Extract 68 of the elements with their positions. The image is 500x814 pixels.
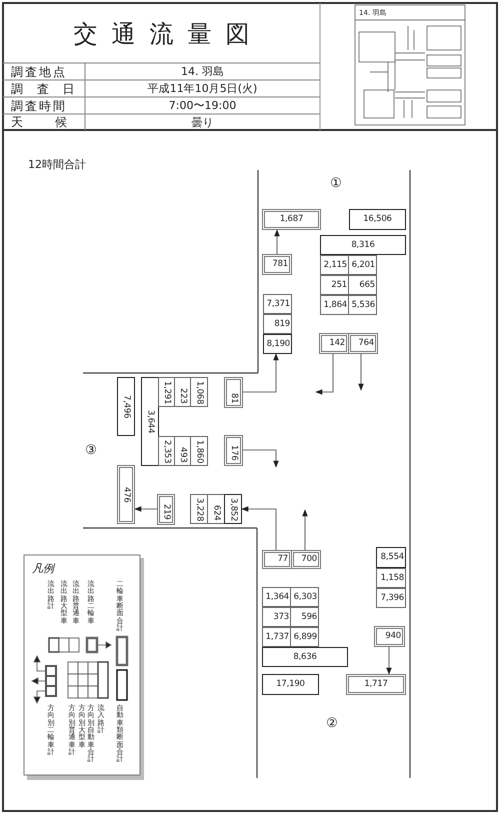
count-box: 1,364: [262, 587, 291, 607]
count-box: 176: [224, 435, 243, 466]
count-box: 2,115: [320, 255, 349, 275]
count-box: 596: [290, 607, 319, 627]
count-box: 8,190: [263, 334, 292, 354]
count-box: 142: [319, 333, 349, 354]
arrow: [315, 354, 334, 395]
title: 交通流量図: [72, 19, 264, 50]
count-box: 81: [224, 377, 243, 408]
arrow: [243, 449, 279, 468]
table-cell-text: 7:00〜19:00: [168, 98, 238, 114]
count-box: 2,353: [158, 436, 175, 466]
count-box: 7,496: [117, 377, 135, 436]
table-cell-text: 天 候: [10, 114, 82, 130]
count-box: 6,303: [290, 587, 319, 607]
count-box: 1,717: [346, 674, 406, 695]
table-cell-text: 調査地点: [10, 64, 68, 80]
arrow: [358, 354, 364, 391]
arrow: [302, 509, 308, 550]
count-box: 373: [262, 607, 291, 627]
table-cell-text: 調 査 日: [10, 80, 81, 97]
count-box: 7,371: [263, 294, 292, 314]
table-cell-text: 14. 羽島: [180, 64, 225, 80]
table-cell-text: 平成11年10月5日(火): [146, 81, 258, 97]
count-box: 624: [207, 494, 225, 524]
approach-number: ③: [84, 442, 98, 458]
count-box: 5,536: [348, 295, 377, 315]
count-box: 16,506: [349, 209, 406, 230]
table-cell-text: 調査時間: [10, 98, 68, 114]
count-box: 6,899: [290, 627, 319, 647]
approach-number: ②: [325, 715, 339, 731]
count-box: 764: [348, 333, 378, 354]
count-box: 77: [262, 550, 292, 569]
count-box: 1,291: [158, 377, 175, 407]
count-box: 223: [174, 377, 191, 407]
count-box: 3,852: [224, 494, 242, 524]
count-box: 1,158: [376, 568, 406, 588]
count-box: 17,190: [262, 674, 319, 695]
count-box: 1,068: [190, 377, 208, 407]
count-box: 6,201: [348, 255, 377, 275]
count-box: 3,228: [190, 494, 208, 524]
count-box: 8,636: [262, 647, 348, 667]
count-box: 940: [374, 626, 405, 647]
legend-heading: 凡例: [32, 561, 56, 575]
arrow: [241, 506, 277, 550]
approach-number: ①: [329, 175, 343, 191]
count-box: 1,737: [262, 627, 291, 647]
count-box: 819: [263, 314, 292, 334]
count-box: 1,687: [262, 209, 321, 230]
arrow: [386, 647, 392, 675]
count-box: 1,864: [320, 295, 349, 315]
arrow: [243, 353, 279, 393]
section-heading: 12時間合計: [27, 157, 87, 171]
count-box: 8,554: [376, 547, 406, 568]
count-box: 476: [117, 465, 135, 524]
count-box: 7,396: [376, 588, 406, 608]
arrow: [274, 229, 280, 254]
count-box: 700: [291, 550, 321, 569]
count-box: 219: [157, 494, 175, 525]
count-box: 781: [262, 254, 292, 275]
arrow: [134, 506, 157, 512]
count-box: 8,316: [320, 235, 406, 255]
count-box: 665: [348, 275, 377, 295]
count-box: 251: [320, 275, 349, 295]
count-box: 493: [174, 436, 191, 466]
count-box: 1,860: [190, 436, 208, 466]
table-cell-text: 曇り: [190, 114, 214, 130]
count-box: 3,644: [141, 377, 159, 466]
